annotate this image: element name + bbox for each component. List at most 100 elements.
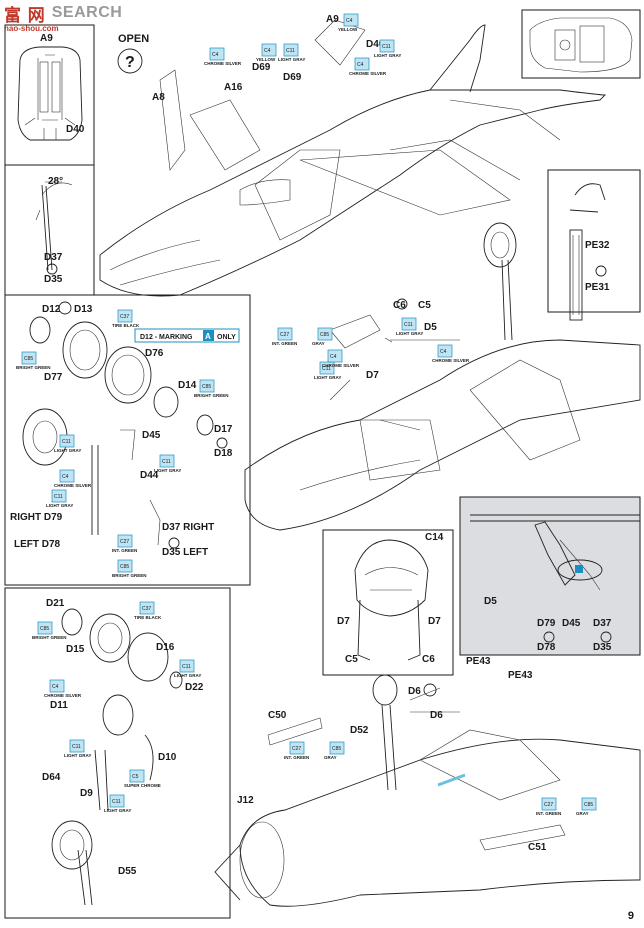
callout-name: BRIGHT GREEN	[112, 573, 147, 578]
label-d35-left: D35 LEFT	[162, 547, 208, 558]
label-d69-b: D69	[283, 72, 302, 83]
callout-name: LIGHT GRAY	[314, 375, 341, 380]
arrow-icon	[216, 437, 228, 449]
label-d45-detail: D45	[562, 618, 581, 629]
callout-code: C85	[40, 626, 49, 632]
label-right-d79: RIGHT D79	[10, 512, 63, 523]
label-d40-box: D40	[66, 124, 85, 135]
label-d55: D55	[118, 866, 137, 877]
marking-prefix: D12 - MARKING	[140, 334, 193, 341]
callout-code: C11	[162, 459, 171, 465]
panel-frames	[4, 9, 641, 919]
callout-code: C27	[280, 332, 289, 338]
callout-code: C11	[54, 494, 63, 500]
watermark: 富 网 SEARCH	[4, 2, 122, 25]
label-left-d78: LEFT D78	[14, 539, 61, 550]
callout-name: GRAY	[312, 341, 325, 346]
callout-name: CHROME SILVER	[44, 693, 82, 698]
label-d16: D16	[156, 642, 175, 653]
arrow-icon	[46, 263, 58, 275]
watermark-url: nao-shou.com	[4, 24, 59, 33]
callout-name: LIGHT GRAY	[46, 503, 73, 508]
question-icon	[58, 301, 72, 315]
label-d76: D76	[145, 348, 164, 359]
label-j12: J12	[237, 795, 254, 806]
callout-name: LIGHT GRAY	[396, 331, 423, 336]
callout-name: INT. GREEN	[272, 341, 297, 346]
label-d35: D35	[44, 274, 63, 285]
callout-code: C85	[202, 384, 211, 390]
page-number: 9	[627, 910, 634, 922]
label-d21: D21	[46, 598, 65, 609]
callout-code: C11	[62, 439, 71, 445]
label-d69-a: D69	[252, 62, 271, 73]
label-d6-a: D6	[408, 686, 421, 697]
label-d14: D14	[178, 380, 197, 391]
question-icon	[117, 48, 143, 74]
panel-wheels	[4, 294, 251, 586]
callout-code: C11	[182, 664, 191, 670]
label-c6-b: C6	[422, 654, 435, 665]
arrow-icon	[168, 537, 180, 549]
callout-name: GRAY	[324, 755, 337, 760]
label-d64: D64	[42, 772, 61, 783]
callout-name: INT. GREEN	[536, 811, 561, 816]
callout-code: C4	[52, 684, 59, 690]
question-mark: ?	[125, 54, 135, 71]
label-pe43-b: PE43	[508, 670, 533, 681]
label-d11: D11	[50, 700, 68, 711]
callout-name: BRIGHT GREEN	[194, 393, 229, 398]
nose-wheel-drawing	[51, 608, 183, 906]
callout-code: C4	[264, 48, 271, 54]
label-pe31: PE31	[585, 282, 610, 293]
callout-name: LIGHT GRAY	[54, 448, 81, 453]
callout-name: CHROME SILVER	[54, 483, 92, 488]
callout-name: CHROME SILVER	[204, 61, 242, 66]
fuselage-top-drawing	[99, 19, 607, 297]
arrow-icon	[543, 631, 555, 643]
callout-code: C5	[132, 774, 139, 780]
label-d52: D52	[350, 725, 369, 736]
callout-name: CHROME SILVER	[432, 358, 470, 363]
callout-name: INT. GREEN	[284, 755, 309, 760]
callout-name: TIRE BLACK	[112, 323, 140, 328]
panel-nose-wheel	[4, 587, 231, 919]
d37-strut-drawing	[35, 181, 73, 271]
callout-name: GRAY	[576, 811, 589, 816]
callout-code: C11	[404, 322, 413, 328]
label-c14: C14	[425, 532, 444, 543]
arrow-circles	[46, 263, 612, 697]
nose-section-drawing	[214, 674, 641, 907]
callout-code: C4	[346, 18, 353, 24]
panel-detail	[459, 496, 641, 656]
label-a9-box: A9	[40, 33, 53, 44]
label-d6-b: D6	[430, 710, 443, 721]
callout-code: C85	[320, 332, 329, 338]
marking-suffix: ONLY	[217, 334, 236, 341]
callout-name: TIRE BLACK	[134, 615, 162, 620]
label-d37: D37	[44, 252, 63, 263]
label-d5-detail: D5	[484, 596, 497, 607]
callout-code: C27	[292, 746, 301, 752]
part-labels: A9 D40 D37 D35 A9 A8 A16 D69 D69 D40 D12…	[10, 14, 612, 877]
c14-drawing	[354, 539, 429, 661]
question-icon	[423, 683, 437, 697]
